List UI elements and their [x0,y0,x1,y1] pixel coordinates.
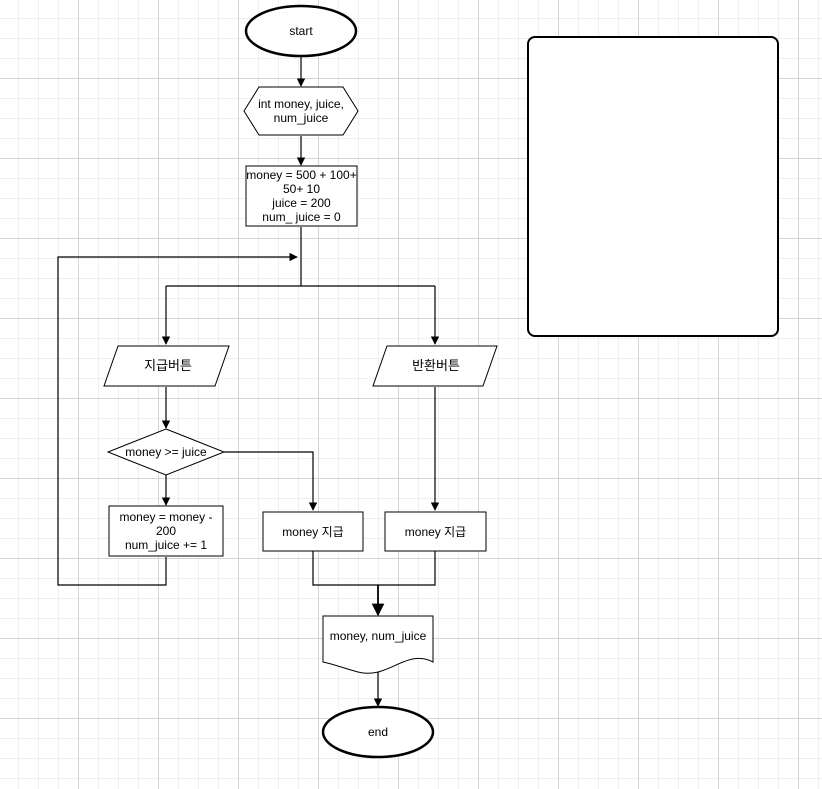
init-label: money = 500 + 100+ 50+ 10 juice = 200 nu… [246,168,357,224]
declare-label: int money, juice, num_juice [258,97,344,125]
buy-label: money = money - 200 num_juice += 1 [119,510,213,552]
dispense-button-input [103,345,230,387]
init-process [245,165,358,227]
end-label: end [367,725,389,739]
dispense-button-label: 지급버튼 [144,358,192,373]
pay-right-label: money 지급 [404,524,467,539]
empty-panel [527,36,779,337]
connector-merge [312,551,436,586]
pay-right-process [384,511,487,552]
decision-label: money >= juice [125,445,207,459]
end-terminator [321,705,435,759]
connector-loop-back [57,252,298,586]
result-output-document [322,615,434,674]
connector-decision-pay [224,451,318,511]
buy-process [108,505,224,557]
output-label: money, num_juice [329,629,427,643]
return-button-label: 반환버튼 [412,358,460,373]
balance-decision [106,428,226,476]
start-label: start [289,24,313,38]
declare-preparation [243,86,359,136]
start-terminator [244,4,358,58]
pay-left-process [262,511,364,552]
pay-left-label: money 지급 [282,524,344,539]
return-button-input [372,345,498,387]
